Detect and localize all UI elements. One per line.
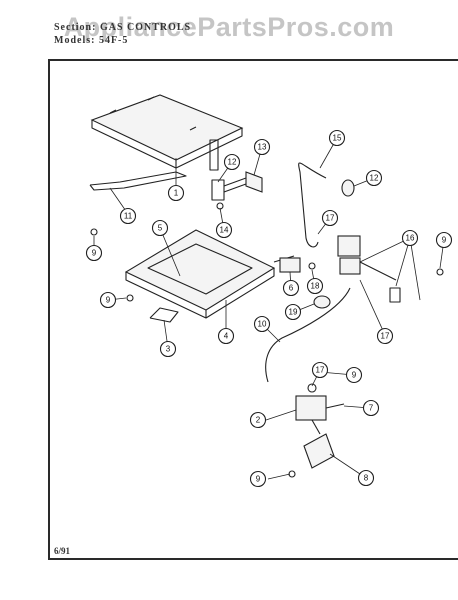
callout-11: 11	[119, 207, 137, 225]
svg-text:12: 12	[370, 174, 379, 183]
svg-text:17: 17	[326, 214, 335, 223]
callout-5: 5	[151, 219, 169, 237]
callout-12: 12	[223, 153, 241, 171]
callout-18: 18	[306, 277, 324, 295]
svg-text:6: 6	[289, 284, 294, 293]
part-gas-tube	[298, 162, 327, 248]
callout-12: 12	[365, 169, 383, 187]
callout-6: 6	[282, 279, 300, 297]
svg-text:9: 9	[106, 296, 111, 305]
callout-17: 17	[376, 327, 394, 345]
part-lower-shield	[124, 229, 295, 319]
part-lower-bracket	[149, 307, 179, 323]
revision-date: 6/91	[54, 546, 71, 556]
watermark: AppliancePartsPros.com	[63, 12, 395, 42]
svg-text:18: 18	[311, 282, 320, 291]
part-bracket-arm	[89, 171, 187, 191]
svg-text:16: 16	[406, 234, 415, 243]
svg-text:10: 10	[258, 320, 267, 329]
svg-text:3: 3	[166, 345, 171, 354]
callout-9: 9	[85, 244, 103, 262]
callout-2: 2	[249, 411, 267, 429]
svg-text:9: 9	[352, 371, 357, 380]
callout-4: 4	[217, 327, 235, 345]
part-mount-bracket	[303, 433, 335, 469]
callout-15: 15	[328, 129, 346, 147]
callout-9: 9	[435, 231, 453, 249]
svg-text:9: 9	[92, 249, 97, 258]
part-valve	[295, 383, 345, 435]
svg-text:1: 1	[174, 189, 179, 198]
svg-text:4: 4	[224, 332, 229, 341]
svg-text:17: 17	[381, 332, 390, 341]
callout-17: 17	[321, 209, 339, 227]
section-title: Section: GAS CONTROLS	[54, 22, 192, 33]
frame-left-rule	[48, 59, 50, 559]
callout-1: 1	[167, 184, 185, 202]
callout-16: 16	[401, 229, 419, 247]
callout-9: 9	[345, 366, 363, 384]
part-nut	[341, 179, 355, 197]
part-plate	[245, 171, 263, 193]
svg-text:5: 5	[158, 224, 163, 233]
svg-text:9: 9	[256, 475, 261, 484]
callout-3: 3	[159, 340, 177, 358]
callout-10: 10	[253, 315, 271, 333]
callout-9: 9	[99, 291, 117, 309]
svg-text:12: 12	[228, 158, 237, 167]
part-igniter	[279, 257, 316, 273]
part-control-block	[337, 235, 401, 303]
callout-7: 7	[362, 399, 380, 417]
svg-text:13: 13	[258, 143, 267, 152]
part-valve-stem	[211, 177, 247, 210]
svg-text:8: 8	[364, 474, 369, 483]
callout-19: 19	[284, 303, 302, 321]
part-upper-shield	[90, 94, 244, 171]
models-label: Models: 54F-5	[54, 35, 129, 46]
svg-text:19: 19	[289, 308, 298, 317]
callout-17: 17	[311, 361, 329, 379]
svg-text:7: 7	[369, 404, 374, 413]
svg-text:15: 15	[333, 134, 342, 143]
frame-top-rule	[48, 59, 458, 61]
callout-14: 14	[215, 221, 233, 239]
callout-13: 13	[253, 138, 271, 156]
svg-text:9: 9	[442, 236, 447, 245]
svg-text:14: 14	[220, 226, 229, 235]
callout-9: 9	[249, 470, 267, 488]
svg-text:11: 11	[124, 212, 133, 221]
callout-8: 8	[357, 469, 375, 487]
frame-bottom-rule	[48, 558, 458, 560]
svg-text:2: 2	[256, 416, 261, 425]
part-flex-line	[265, 287, 351, 383]
part-fitting	[313, 295, 331, 309]
leader-lines	[93, 137, 445, 480]
svg-text:17: 17	[316, 366, 325, 375]
